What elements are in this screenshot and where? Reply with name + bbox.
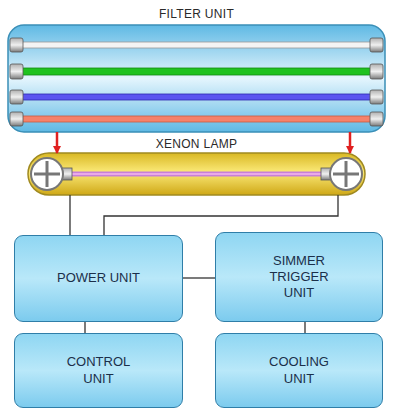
heading-row: XENON LAMP: [28, 134, 365, 152]
simmer-trigger-box: SIMMER TRIGGER UNIT: [215, 232, 383, 322]
wire-connector: [304, 322, 305, 333]
control-unit-box: CONTROL UNIT: [14, 333, 183, 408]
heading-row: FILTER UNIT: [8, 4, 385, 22]
filter-unit: FILTER UNIT: [8, 25, 385, 132]
light-path-arrow: [349, 132, 352, 153]
light-path-arrow: [56, 132, 59, 153]
power-unit-box: POWER UNIT: [14, 235, 183, 322]
unit-label: CONTROL UNIT: [54, 354, 144, 387]
unit-heading: XENON LAMP: [153, 137, 241, 151]
wire-connector: [183, 277, 215, 278]
unit-label: POWER UNIT: [57, 270, 140, 286]
unit-label: SIMMER TRIGGER UNIT: [253, 253, 345, 302]
wire-connector: [84, 322, 85, 333]
unit-heading: FILTER UNIT: [156, 7, 237, 21]
filter-housing: [8, 25, 385, 132]
xenon-lamp-tube: [28, 153, 365, 195]
wire-connector: [104, 195, 338, 235]
cooling-unit-box: COOLING UNIT: [215, 333, 383, 408]
xenon-lamp: XENON LAMP: [28, 153, 365, 195]
wire-connector: [69, 195, 70, 235]
filter-tubes: [10, 38, 383, 126]
unit-label: COOLING UNIT: [254, 354, 344, 387]
